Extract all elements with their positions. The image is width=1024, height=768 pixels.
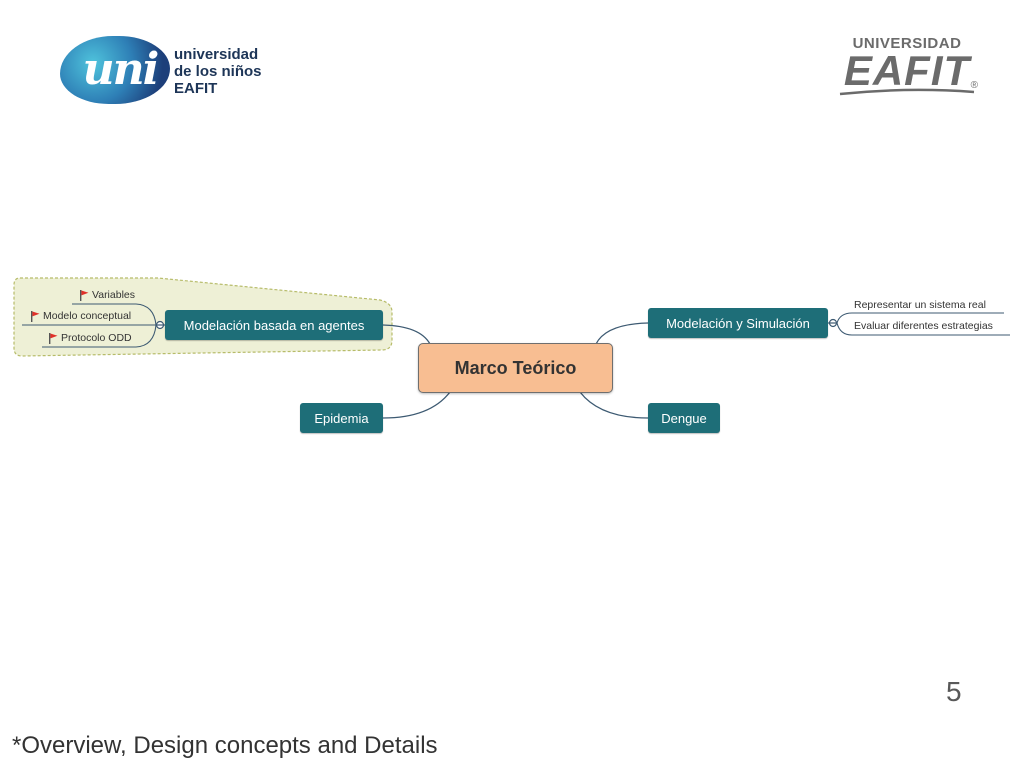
- logo-text-line3: EAFIT: [174, 80, 218, 97]
- connector-central-left-top: [382, 324, 431, 345]
- eafit-swoosh: [839, 88, 975, 96]
- connector-central-left-bottom: [382, 391, 451, 419]
- footnote: *Overview, Design concepts and Details: [12, 732, 438, 759]
- node-dengue[interactable]: Dengue: [648, 403, 720, 433]
- leaf-label: Modelo conceptual: [43, 310, 132, 322]
- logo-uni-mark: uni: [82, 44, 160, 95]
- leaf-modelo-conceptual[interactable]: Modelo conceptual: [31, 309, 131, 323]
- logo-universidad-eafit: UNIVERSIDAD EAFIT ®: [834, 36, 980, 98]
- eafit-logo-line2: EAFIT: [843, 47, 971, 94]
- red-flag-icon: [31, 310, 40, 322]
- registered-mark: ®: [970, 80, 978, 91]
- central-label: Marco Teórico: [454, 357, 577, 378]
- node-epidemia[interactable]: Epidemia: [300, 403, 383, 433]
- leaf-representar-sistema[interactable]: Representar un sistema real: [854, 298, 986, 312]
- node-modelacion-simulacion[interactable]: Modelación y Simulación: [648, 308, 828, 338]
- connector-central-right-top: [595, 322, 649, 345]
- red-flag-icon: [49, 332, 58, 344]
- leaf-label: Evaluar diferentes estrategias: [854, 320, 993, 332]
- logo-universidad-de-los-ninos: uni universidad de los niños EAFIT: [60, 36, 270, 108]
- leaf-protocolo-odd[interactable]: Protocolo ODD: [49, 331, 132, 345]
- logo-text-line1: universidad: [174, 46, 259, 63]
- node-marco-teorico[interactable]: Marco Teórico: [418, 343, 613, 393]
- connector-central-right-bottom: [579, 391, 649, 419]
- node-modelacion-basada-agentes[interactable]: Modelación basada en agentes: [165, 310, 383, 340]
- leaf-label: Protocolo ODD: [61, 332, 132, 344]
- red-flag-icon: [80, 289, 89, 301]
- logo-text-line2: de los niños: [174, 63, 262, 80]
- node-label: Modelación y Simulación: [666, 315, 810, 331]
- node-label: Epidemia: [314, 410, 369, 426]
- eafit-logo-line1: UNIVERSIDAD: [852, 35, 962, 52]
- node-label: Dengue: [661, 410, 707, 426]
- logo-text: universidad de los niños EAFIT: [174, 46, 274, 97]
- page-number: 5: [946, 676, 962, 707]
- leaf-evaluar-estrategias[interactable]: Evaluar diferentes estrategias: [854, 319, 993, 333]
- leaf-label: Variables: [92, 289, 135, 301]
- logo-blob: [60, 36, 170, 104]
- leaf-variables[interactable]: Variables: [80, 288, 135, 302]
- node-label: Modelación basada en agentes: [183, 317, 365, 333]
- leaf-label: Representar un sistema real: [854, 299, 986, 311]
